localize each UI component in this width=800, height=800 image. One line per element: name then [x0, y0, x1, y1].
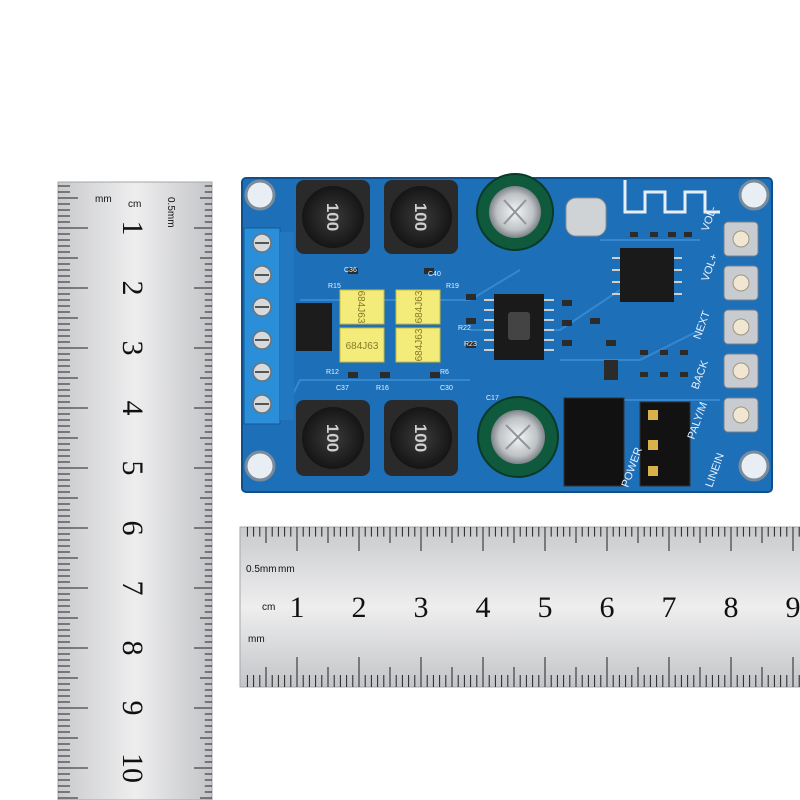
ref-c40: C40: [428, 271, 441, 278]
horizontal-ruler-mm-label-top: mm: [278, 564, 295, 575]
horizontal-ruler: 0.5mm mm cm mm 1 2 3 4 5 6 7 8 9: [239, 526, 800, 688]
ref-r19: R19: [446, 283, 459, 290]
vertical-ruler-number: 3: [116, 341, 149, 356]
smd-components: [348, 232, 692, 380]
film-cap-3-label: 684J63: [346, 341, 379, 352]
vertical-ruler-number: 1: [116, 221, 149, 236]
horizontal-ruler-number: 1: [290, 591, 305, 624]
inductor-2-label: 100: [411, 203, 430, 231]
inductor-3-label: 100: [323, 424, 342, 452]
diode: [296, 303, 332, 351]
vertical-ruler-mm-label: mm: [95, 194, 112, 205]
ref-c36: C36: [344, 267, 357, 274]
horizontal-ruler-number: 5: [538, 591, 553, 624]
vertical-ruler-number: 4: [116, 401, 149, 416]
electrolytic-capacitor-bottom: [477, 396, 559, 478]
horizontal-ruler-number: 2: [352, 591, 367, 624]
ref-c37: C37: [336, 385, 349, 392]
inductor-1-label: 100: [323, 203, 342, 231]
antenna-trace: [623, 180, 720, 214]
audio-jack: [639, 401, 691, 487]
ref-c17: C17: [486, 395, 499, 402]
vertical-ruler-number: 6: [116, 521, 149, 536]
horizontal-ruler-minor-label: 0.5mm: [246, 564, 277, 575]
vertical-ruler-minor-label: 0.5mm: [165, 197, 176, 228]
vertical-ruler-number: 5: [116, 461, 149, 476]
horizontal-ruler-numbers: 1 2 3 4 5 6 7 8 9: [290, 591, 800, 624]
inductor-4: 100: [384, 400, 458, 476]
vertical-ruler-number: 2: [116, 281, 149, 296]
horizontal-ruler-number: 6: [600, 591, 615, 624]
horizontal-ruler-number: 7: [662, 591, 677, 624]
ref-r12: R12: [326, 369, 339, 376]
horizontal-ruler-number: 9: [786, 591, 800, 624]
bluetooth-chip: [612, 248, 682, 302]
ref-r23: R23: [464, 341, 477, 348]
ref-c30: C30: [440, 385, 453, 392]
inductor-4-label: 100: [411, 424, 430, 452]
inductor-1: 100: [296, 180, 370, 254]
electrolytic-capacitor-top: [476, 173, 554, 251]
ref-r15: R15: [328, 283, 341, 290]
inductor-2: 100: [384, 180, 458, 254]
horizontal-ruler-number: 4: [476, 591, 491, 624]
vertical-ruler-number: 10: [116, 753, 149, 783]
vertical-ruler-numbers: 1 2 3 4 5 6 7 8 9 10: [116, 221, 149, 784]
vertical-ruler-number: 9: [116, 701, 149, 716]
tact-buttons: [723, 221, 759, 433]
horizontal-ruler-cm-label: cm: [262, 602, 275, 613]
ref-r6: R6: [440, 369, 449, 376]
film-cap-1-label: 684J63: [355, 291, 366, 324]
inductors: 100 100 100 100: [296, 180, 458, 476]
reference-designators: C36 R15 R19 C40 R22 C37 R12 R16 C30 R6 C…: [326, 267, 499, 402]
inductor-3: 100: [296, 400, 370, 476]
power-jack: [563, 397, 625, 487]
screw-terminal: [243, 227, 294, 425]
ref-r16: R16: [376, 385, 389, 392]
amplifier-chip: [484, 294, 554, 360]
horizontal-ruler-number: 8: [724, 591, 739, 624]
amplifier-board: 100 100 100 100 684J63 684J63: [241, 173, 773, 493]
vertical-ruler-number: 7: [116, 581, 149, 596]
vertical-ruler-cm-label: cm: [128, 199, 141, 210]
ref-r22: R22: [458, 325, 471, 332]
vertical-ruler-number: 8: [116, 641, 149, 656]
crystal-oscillator: [565, 197, 607, 237]
film-cap-4-label: 684J63: [414, 328, 425, 361]
mounting-holes: [244, 179, 770, 482]
horizontal-ruler-mm-label-bottom: mm: [248, 634, 265, 645]
film-capacitors: 684J63 684J63 684J63 684J63: [339, 289, 441, 363]
horizontal-ruler-number: 3: [414, 591, 429, 624]
vertical-ruler: mm cm 0.5mm 1 2 3 4 5 6 7 8 9 10: [57, 181, 213, 800]
film-cap-2-label: 684J63: [414, 290, 425, 323]
